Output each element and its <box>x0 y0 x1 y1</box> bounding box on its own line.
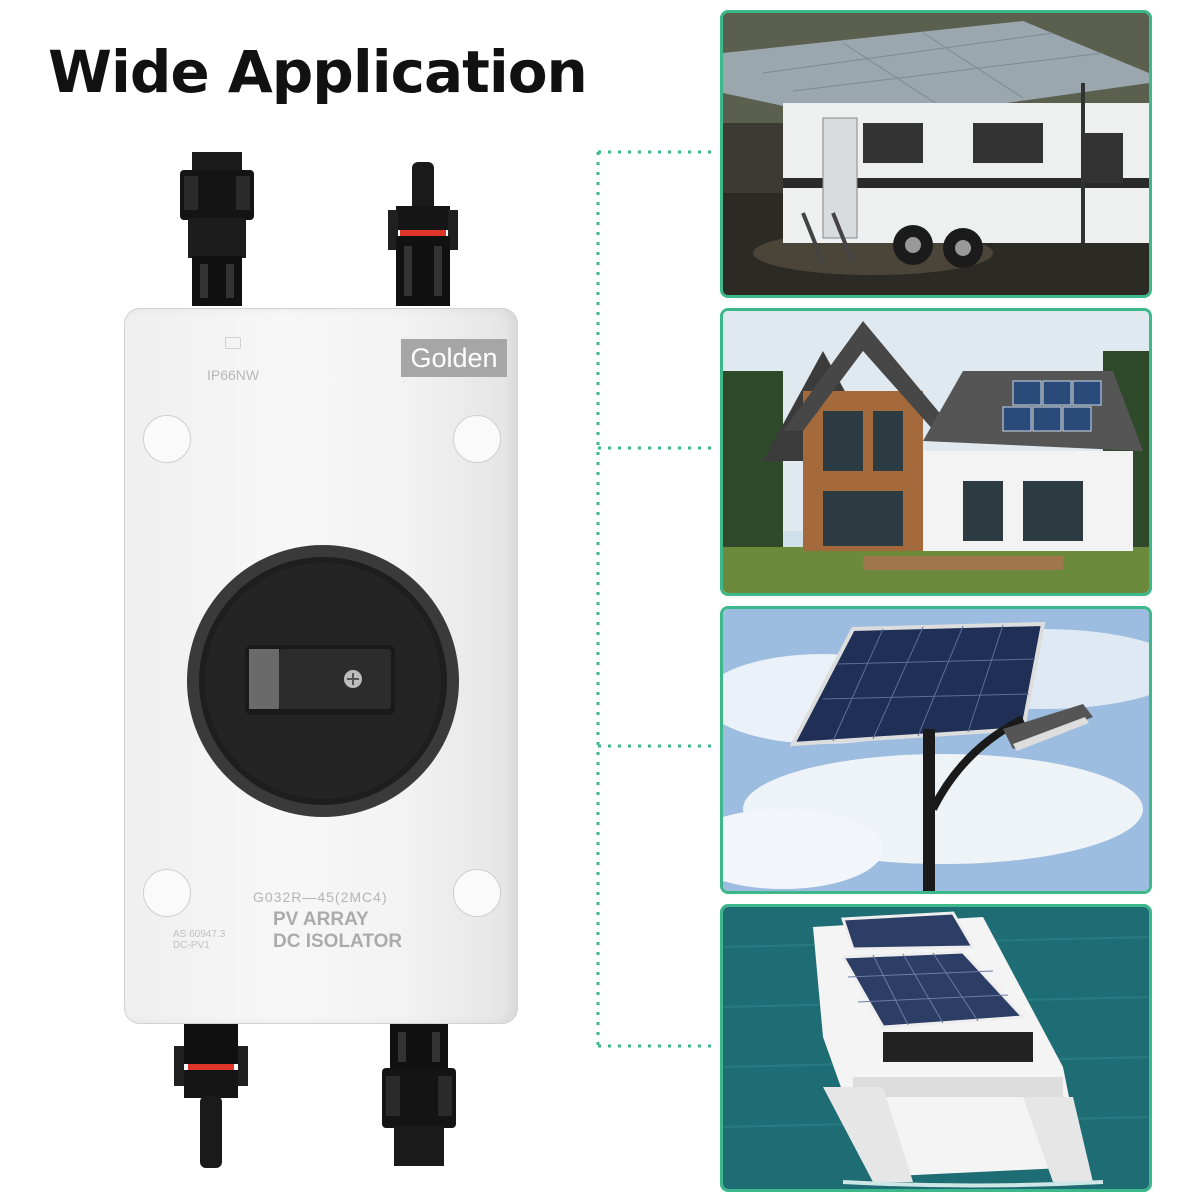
screw-cover-bottom-left <box>143 869 191 917</box>
standards-label: AS 60947.3 DC-PV1 <box>173 929 225 951</box>
brand-label: Golden <box>401 339 507 377</box>
page-title: Wide Application <box>48 38 588 106</box>
dc-isolator-label: DC ISOLATOR <box>273 931 403 952</box>
pv-array-label: PV ARRAY <box>273 909 369 930</box>
model-number: G032R—45(2MC4) <box>253 889 388 905</box>
solar-street-light-image <box>723 609 1149 891</box>
mc4-male-connector-top <box>388 162 458 306</box>
product-type-label: PV ARRAY DC ISOLATOR <box>273 909 402 953</box>
mc4-female-connector-bottom <box>382 1024 456 1166</box>
house-solar-roof-image <box>723 311 1149 593</box>
ip-mark-icon <box>225 337 241 349</box>
application-photo-house <box>720 308 1152 596</box>
rv-trailer-image <box>723 13 1149 295</box>
application-photo-rv <box>720 10 1152 298</box>
application-photo-boat <box>720 904 1152 1192</box>
standard-text: AS 60947.3 <box>173 929 226 940</box>
dc-isolator-switch: IP66NW Golden G032R—45(2MC4) PV ARRAY DC… <box>110 140 550 1180</box>
ip-rating-label: IP66NW <box>207 367 260 383</box>
application-photo-street-light <box>720 606 1152 894</box>
mc4-female-connector-top <box>180 152 254 306</box>
screw-cover-bottom-right <box>453 869 501 917</box>
dotted-connector-lines <box>596 150 716 1048</box>
solar-catamaran-image <box>723 907 1149 1189</box>
rotary-switch-dial[interactable] <box>185 543 461 819</box>
screw-cover-top-right <box>453 415 501 463</box>
utilization-text: DC-PV1 <box>173 940 210 951</box>
mc4-male-connector-bottom <box>174 1024 248 1168</box>
switch-enclosure: IP66NW Golden G032R—45(2MC4) PV ARRAY DC… <box>124 308 518 1024</box>
screw-cover-top-left <box>143 415 191 463</box>
